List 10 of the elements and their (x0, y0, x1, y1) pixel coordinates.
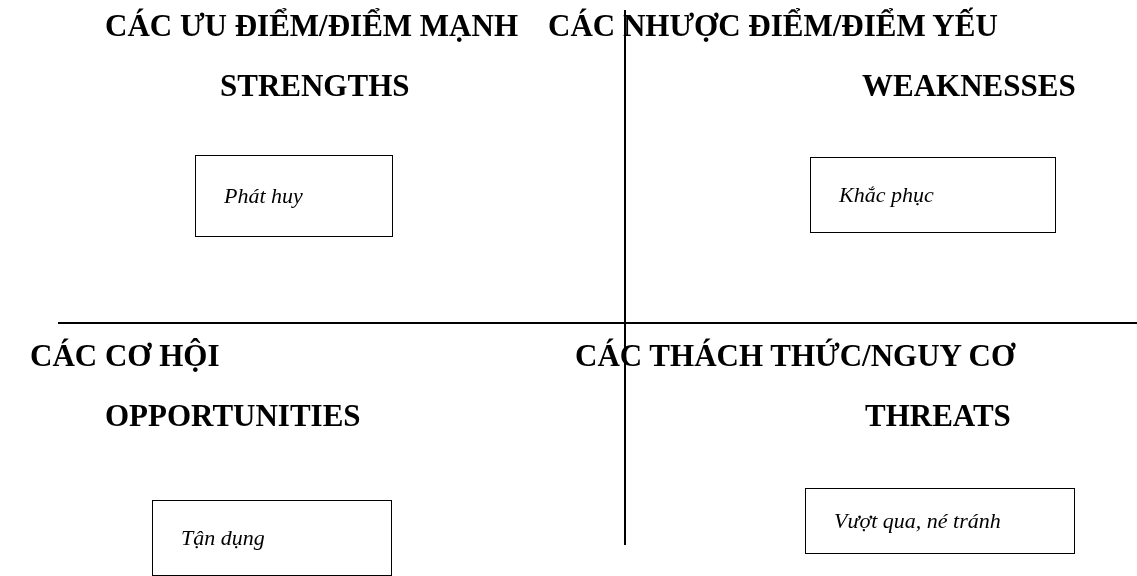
quadrant-heading: CÁC CƠ HỘI (30, 338, 220, 374)
action-box: Khắc phục (810, 157, 1056, 233)
action-box: Tận dụng (152, 500, 392, 576)
quadrant-heading: OPPORTUNITIES (105, 398, 361, 434)
action-box: Phát huy (195, 155, 393, 237)
quadrant-heading: THREATS (865, 398, 1011, 434)
action-box: Vượt qua, né tránh (805, 488, 1075, 554)
quadrant-heading: STRENGTHS (220, 68, 410, 104)
quadrant-heading: WEAKNESSES (862, 68, 1076, 104)
quadrant-heading: CÁC ƯU ĐIỂM/ĐIỂM MẠNH (105, 8, 518, 44)
